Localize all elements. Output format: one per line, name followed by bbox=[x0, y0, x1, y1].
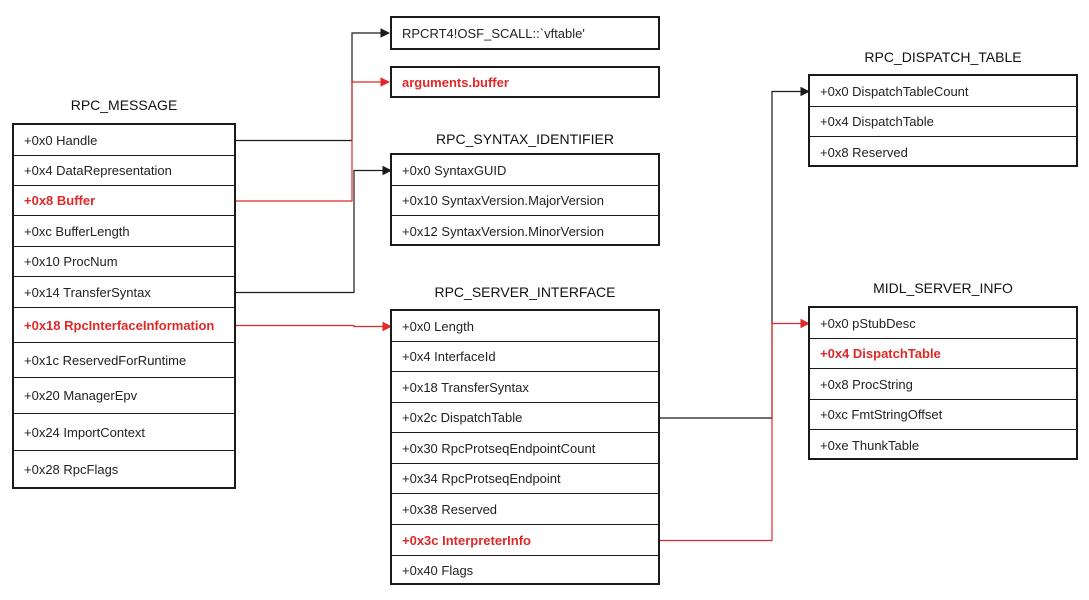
rpc-message-field-0x8-buffer: +0x8 Buffer bbox=[14, 186, 234, 216]
rpc-server-interface-title: RPC_SERVER_INTERFACE bbox=[434, 284, 616, 300]
rpc-syntax-identifier-field-0x10-syntaxversion-majorversion: +0x10 SyntaxVersion.MajorVersion bbox=[392, 186, 658, 216]
rpc-server-interface-field-0x30-rpcprotseqendpointcount: +0x30 RpcProtseqEndpointCount bbox=[392, 433, 658, 464]
rpc-syntax-identifier-field-0x0-syntaxguid: +0x0 SyntaxGUID bbox=[392, 155, 658, 186]
arguments-buffer-box: arguments.buffer bbox=[390, 66, 660, 98]
connector-arrow-rpc-message-6-to-rpc-server-interface-0 bbox=[234, 321, 392, 332]
midl-server-info-struct: +0x0 pStubDesc+0x4 DispatchTable+0x8 Pro… bbox=[808, 306, 1078, 460]
connector-arrow-rpc-message-2-to-arguments-buffer bbox=[234, 77, 390, 202]
midl-server-info-field-0xe-thunktable: +0xe ThunkTable bbox=[820, 437, 920, 453]
rpc-message-field-0x24-importcontext: +0x24 ImportContext bbox=[14, 414, 234, 451]
midl-server-info-field-0x4-dispatchtable: +0x4 DispatchTable bbox=[810, 339, 1076, 369]
rpc-server-interface-field-0x3c-interpreterinfo: +0x3c InterpreterInfo bbox=[392, 525, 658, 556]
rpc-message-struct: +0x0 Handle+0x4 DataRepresentation+0x8 B… bbox=[12, 123, 236, 489]
rpc-message-field-0x4-datarepresentation: +0x4 DataRepresentation bbox=[14, 156, 234, 186]
midl-server-info-field-0xc-fmtstringoffset: +0xc FmtStringOffset bbox=[810, 400, 1076, 430]
rpc-message-field-0x10-procnum: +0x10 ProcNum bbox=[14, 247, 234, 277]
rpc-server-interface-field-0x38-reserved: +0x38 Reserved bbox=[392, 494, 658, 525]
rpc-message-field-0x28-rpcflags: +0x28 RpcFlags bbox=[24, 461, 119, 477]
rpc-syntax-identifier-struct: +0x0 SyntaxGUID+0x10 SyntaxVersion.Major… bbox=[390, 153, 660, 246]
connector-arrow-rpc-server-interface-7-to-midl-server-info-0 bbox=[658, 318, 810, 542]
rpc-syntax-identifier-field-0x12-syntaxversion-minorversion: +0x12 SyntaxVersion.MinorVersion bbox=[402, 223, 604, 239]
rpc-message-field-0xc-bufferlength: +0xc BufferLength bbox=[14, 216, 234, 247]
rpc-dispatch-table-field-0x4-dispatchtable: +0x4 DispatchTable bbox=[810, 107, 1076, 137]
midl-server-info-field-0x0-pstubdesc: +0x0 pStubDesc bbox=[810, 308, 1076, 339]
connector-arrow-rpc-message-0-to-vftable bbox=[234, 28, 390, 142]
rpc-server-interface-field-0x4-interfaceid: +0x4 InterfaceId bbox=[392, 342, 658, 372]
rpc-server-interface-struct: +0x0 Length+0x4 InterfaceId+0x18 Transfe… bbox=[390, 309, 660, 585]
rpc-syntax-identifier-title: RPC_SYNTAX_IDENTIFIER bbox=[436, 131, 614, 147]
rpc-message-field-0x1c-reservedforruntime: +0x1c ReservedForRuntime bbox=[14, 343, 234, 378]
rpc-server-interface-field-0x34-rpcprotseqendpoint: +0x34 RpcProtseqEndpoint bbox=[392, 464, 658, 494]
rpc-dispatch-table-title: RPC_DISPATCH_TABLE bbox=[864, 49, 1022, 65]
rpc-server-interface-field-0x2c-dispatchtable: +0x2c DispatchTable bbox=[392, 403, 658, 433]
rpc-message-field-0x14-transfersyntax: +0x14 TransferSyntax bbox=[14, 277, 234, 308]
midl-server-info-field-0x8-procstring: +0x8 ProcString bbox=[810, 369, 1076, 400]
connector-arrow-rpc-message-5-to-rpc-syntax-identifier-0 bbox=[234, 165, 392, 294]
rpc-message-title: RPC_MESSAGE bbox=[70, 97, 178, 113]
rpc-server-interface-field-0x18-transfersyntax: +0x18 TransferSyntax bbox=[392, 372, 658, 403]
rpc-message-field-0x20-managerepv: +0x20 ManagerEpv bbox=[14, 378, 234, 414]
rpc-server-interface-field-0x0-length: +0x0 Length bbox=[392, 311, 658, 342]
vftable-box: RPCRT4!OSF_SCALL::`vftable' bbox=[390, 16, 660, 50]
rpc-dispatch-table-field-0x8-reserved: +0x8 Reserved bbox=[820, 144, 908, 160]
midl-server-info-title: MIDL_SERVER_INFO bbox=[873, 280, 1013, 296]
rpc-dispatch-table-field-0x0-dispatchtablecount: +0x0 DispatchTableCount bbox=[810, 76, 1076, 107]
rpc-message-field-0x0-handle: +0x0 Handle bbox=[14, 125, 234, 156]
rpc-message-field-0x18-rpcinterfaceinformation: +0x18 RpcInterfaceInformation bbox=[14, 308, 234, 343]
connector-arrow-rpc-server-interface-3-to-rpc-dispatch-table-0 bbox=[658, 86, 810, 419]
rpc-dispatch-table-struct: +0x0 DispatchTableCount+0x4 DispatchTabl… bbox=[808, 74, 1078, 167]
rpc-server-interface-field-0x40-flags: +0x40 Flags bbox=[402, 563, 474, 578]
